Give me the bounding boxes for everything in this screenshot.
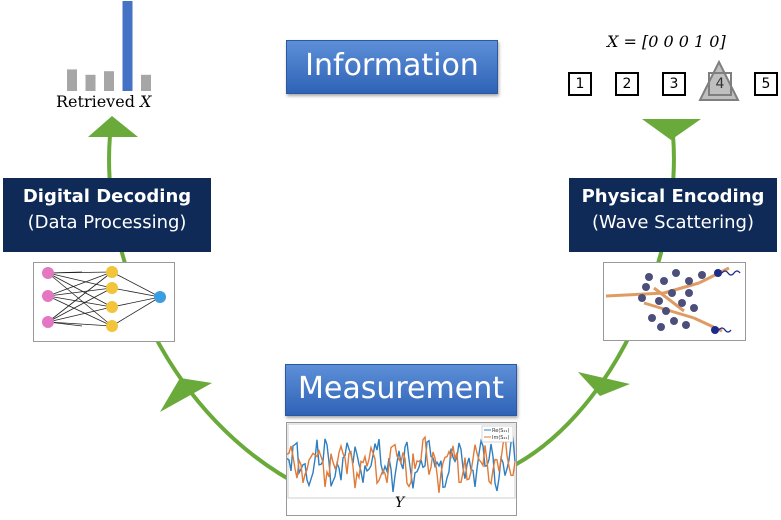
retrieved-label-var: X	[140, 92, 152, 111]
arrowhead-up-icon	[88, 116, 138, 137]
retrieved-label-text: Retrieved	[56, 92, 135, 111]
signal-plot: Re(S₂₁) Im(S₂₁)	[286, 423, 516, 499]
retrieved-label: Retrieved X	[56, 92, 151, 111]
physical-encoding-title: Physical Encoding	[581, 186, 765, 207]
measurement-title-text: Measurement	[298, 371, 504, 406]
retrieved-bar-3	[104, 71, 114, 91]
neural-network-icon	[42, 266, 166, 332]
scattering-icon	[605, 266, 741, 334]
digital-decoding-title: Digital Decoding	[22, 186, 192, 207]
information-title-text: Information	[305, 48, 479, 83]
digital-decoding-box: Digital Decoding (Data Processing)	[3, 178, 211, 252]
measurement-plot: Re(S₂₁) Im(S₂₁) Y	[286, 422, 517, 516]
legend-real: Re(S₂₁)	[492, 428, 509, 434]
signal-plot-xlabel: Y	[395, 495, 405, 511]
slot-2: 2	[615, 72, 639, 96]
physical-encoding-box: Physical Encoding (Wave Scattering)	[569, 178, 777, 252]
signal-series-imag	[286, 434, 516, 493]
arrowhead-right-arc-icon	[578, 372, 630, 396]
retrieved-bar-1	[67, 69, 77, 91]
wave-scattering-panel	[603, 262, 746, 341]
information-title: Information	[286, 40, 498, 94]
measurement-title: Measurement	[285, 364, 517, 416]
retrieved-bar-chart	[67, 1, 151, 91]
slot-5: 5	[754, 72, 778, 96]
slot-4: 4	[708, 72, 732, 96]
retrieved-bar-2	[85, 74, 96, 91]
arrowhead-left-arc-icon	[160, 378, 212, 412]
legend-imag: Im(S₂₁)	[492, 435, 509, 441]
signal-series-real	[286, 435, 516, 493]
digital-decoding-subtitle: (Data Processing)	[27, 212, 187, 233]
input-vector-label: X = [0 0 0 1 0]	[607, 32, 726, 51]
slot-3: 3	[662, 72, 686, 96]
retrieved-bar-4	[122, 1, 133, 91]
physical-encoding-subtitle: (Wave Scattering)	[592, 212, 754, 233]
arrowhead-down-icon	[642, 119, 701, 140]
retrieved-bar-5	[141, 74, 151, 91]
neural-network-panel	[33, 262, 175, 342]
slot-1: 1	[568, 72, 592, 96]
